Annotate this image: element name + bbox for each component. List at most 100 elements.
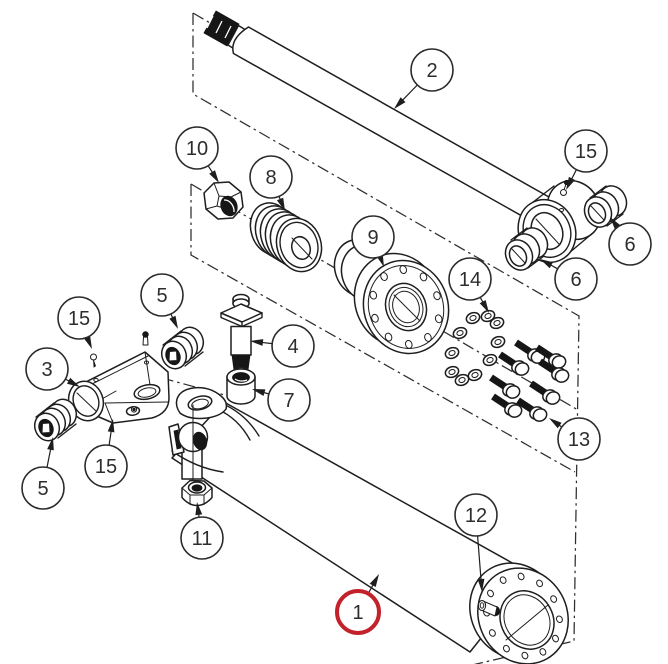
leader-line bbox=[46, 446, 52, 468]
washer bbox=[444, 365, 460, 379]
leader-arrowhead bbox=[250, 339, 264, 346]
leader-arrowhead bbox=[566, 176, 575, 190]
callout-circle bbox=[21, 466, 65, 510]
callout-7-8[interactable]: 7 bbox=[252, 378, 311, 422]
part-port-fitting bbox=[477, 600, 500, 617]
leader-line bbox=[400, 84, 418, 103]
callout-circle bbox=[554, 257, 598, 301]
bolt bbox=[538, 358, 570, 383]
callout-3-2[interactable]: 3 bbox=[25, 347, 80, 391]
washer bbox=[489, 316, 505, 330]
callout-circle bbox=[564, 129, 608, 173]
leader-arrowhead bbox=[549, 418, 562, 429]
part-clevis-nut bbox=[181, 479, 213, 507]
part-bolts bbox=[489, 339, 570, 422]
leader-arrowhead bbox=[169, 315, 178, 329]
part-valve bbox=[220, 293, 263, 376]
bolt bbox=[535, 344, 567, 369]
callout-number: 5 bbox=[37, 478, 48, 500]
washer bbox=[480, 309, 496, 323]
part-rod bbox=[203, 10, 557, 228]
leader-arrowhead bbox=[195, 502, 203, 516]
bolt bbox=[491, 393, 523, 418]
callout-4-3[interactable]: 4 bbox=[250, 324, 315, 368]
callout-8-9[interactable]: 8 bbox=[249, 155, 293, 211]
callout-number: 9 bbox=[367, 227, 378, 249]
callout-number: 8 bbox=[265, 167, 276, 189]
callout-circle bbox=[410, 48, 454, 92]
callout-circle bbox=[84, 444, 128, 488]
leader-arrowhead bbox=[276, 197, 285, 211]
part-trunnion-bushing-upper bbox=[160, 326, 205, 370]
callout-15-17[interactable]: 15 bbox=[57, 296, 101, 349]
callout-circle bbox=[454, 493, 498, 537]
callout-circle bbox=[608, 222, 652, 266]
leader-arrowhead bbox=[47, 437, 54, 451]
callout-number: 1 bbox=[352, 602, 363, 624]
callout-15-16[interactable]: 15 bbox=[564, 129, 608, 190]
washer bbox=[482, 353, 498, 367]
callout-circle bbox=[25, 347, 69, 391]
callout-9-10[interactable]: 9 bbox=[351, 215, 395, 267]
part-bushing-lower bbox=[504, 227, 549, 271]
callout-number: 14 bbox=[459, 269, 481, 291]
flange-bolt-holes bbox=[483, 572, 563, 660]
part-trunnion-block bbox=[67, 351, 170, 424]
callout-2-1[interactable]: 2 bbox=[394, 48, 454, 109]
bolt bbox=[498, 351, 530, 376]
washer bbox=[490, 335, 506, 349]
callout-circle bbox=[249, 155, 293, 199]
leader-arrowhead bbox=[477, 578, 485, 592]
leader-arrowhead bbox=[479, 300, 489, 313]
part-grease-zerk-rod-end bbox=[558, 179, 570, 212]
callout-11-12[interactable]: 11 bbox=[180, 502, 224, 560]
callout-number: 10 bbox=[186, 138, 208, 160]
callout-13-14[interactable]: 13 bbox=[549, 417, 601, 461]
washer bbox=[465, 311, 481, 325]
callout-number: 7 bbox=[283, 390, 294, 412]
callout-5-4[interactable]: 5 bbox=[140, 273, 184, 329]
callout-15-18[interactable]: 15 bbox=[84, 419, 128, 488]
washer bbox=[444, 346, 460, 360]
callout-circle bbox=[175, 126, 219, 170]
leader-arrowhead bbox=[540, 259, 553, 269]
callout-number: 2 bbox=[426, 60, 437, 82]
gland-bolt-holes bbox=[369, 265, 443, 349]
leader-line bbox=[477, 535, 482, 583]
bolt bbox=[516, 397, 548, 422]
callout-6-6[interactable]: 6 bbox=[608, 217, 652, 266]
part-trunnion-bushing-lower bbox=[33, 398, 78, 442]
leader-arrowhead bbox=[67, 377, 80, 387]
bolt bbox=[529, 380, 561, 405]
callout-circle bbox=[140, 273, 184, 317]
callout-circle bbox=[448, 257, 492, 301]
callout-number: 6 bbox=[570, 269, 581, 291]
callout-circle bbox=[180, 516, 224, 560]
callout-number: 13 bbox=[568, 429, 590, 451]
callout-number: 15 bbox=[575, 141, 597, 163]
callout-number: 6 bbox=[624, 234, 635, 256]
highlighted-callout-circle bbox=[335, 589, 381, 635]
callout-5-5[interactable]: 5 bbox=[21, 437, 65, 510]
part-washers bbox=[444, 309, 506, 387]
callout-number: 3 bbox=[41, 359, 52, 381]
part-grease-zerks-left bbox=[90, 331, 150, 382]
callout-1-0[interactable]: 1 bbox=[335, 574, 381, 635]
washer bbox=[467, 368, 483, 382]
part-clevis bbox=[168, 386, 260, 481]
part-rod-nut bbox=[203, 181, 244, 220]
callout-6-7[interactable]: 6 bbox=[540, 257, 598, 301]
bolt bbox=[489, 374, 521, 399]
callout-12-13[interactable]: 12 bbox=[454, 493, 498, 592]
leader-arrowhead bbox=[209, 170, 219, 183]
callout-10-11[interactable]: 10 bbox=[175, 126, 219, 183]
callout-14-15[interactable]: 14 bbox=[448, 257, 492, 313]
callout-circle bbox=[57, 296, 101, 340]
part-gland bbox=[333, 238, 450, 355]
leader-arrowhead bbox=[252, 389, 266, 396]
callout-number: 15 bbox=[68, 308, 90, 330]
callout-number: 11 bbox=[192, 528, 213, 550]
leader-arrowhead bbox=[369, 574, 379, 587]
